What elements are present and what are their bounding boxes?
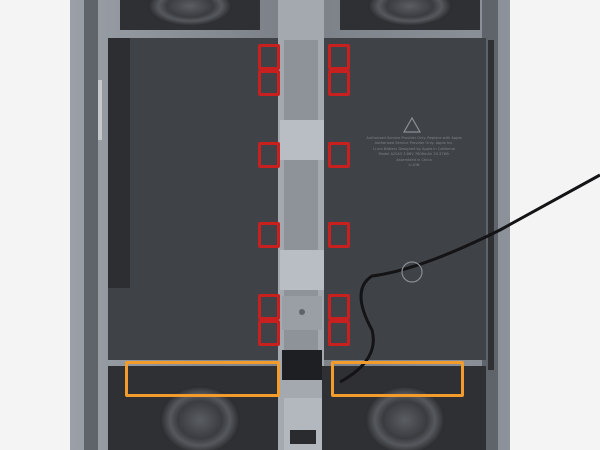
adhesive-marker-left-3: [258, 142, 280, 168]
warning-triangle-icon: [402, 116, 422, 133]
adhesive-marker-right-4: [328, 222, 350, 248]
bottom-port: [290, 430, 316, 444]
adhesive-marker-left-1: [258, 44, 280, 70]
battery-label-text: Authorized Service Provider Only. Replac…: [366, 136, 462, 232]
adhesive-bar-marker-right: [331, 361, 464, 397]
battery-label-line: Model A2043 3.86V 7606mAh 29.37Wh: [378, 152, 450, 157]
adhesive-marker-right-3: [328, 142, 350, 168]
adhesive-marker-left-6: [258, 320, 280, 346]
battery-label-line: Authorised Service Provider Only. Apple …: [374, 141, 454, 146]
adhesive-marker-left-5: [258, 294, 280, 320]
right-antenna-strip: [488, 40, 494, 370]
battery-label-line: Authorized Service Provider Only. Replac…: [366, 136, 462, 140]
adhesive-marker-right-6: [328, 320, 350, 346]
recycle-mark-icon: [401, 261, 423, 283]
board-shield-mid: [280, 250, 324, 290]
chassis-frame-left: [84, 0, 98, 450]
battery-cell-left: [108, 38, 280, 360]
battery-label-line: LI-ION: [408, 163, 420, 168]
adhesive-marker-right-2: [328, 70, 350, 96]
board-shield-top: [280, 120, 324, 160]
adhesive-marker-right-5: [328, 294, 350, 320]
battery-label-line: Assembled in China: [396, 157, 432, 162]
battery-label-line: Li-ion Battery Designed by Apple in Cali…: [373, 146, 455, 151]
board-dark-block: [282, 350, 322, 380]
left-antenna-dots: [98, 80, 102, 140]
top-left-speaker: [148, 0, 232, 26]
adhesive-marker-right-1: [328, 44, 350, 70]
adhesive-marker-left-4: [258, 222, 280, 248]
bottom-right-speaker: [365, 386, 445, 450]
adhesive-marker-left-2: [258, 70, 280, 96]
battery-left-edge-strip: [108, 38, 130, 288]
board-screw: [299, 309, 305, 315]
top-right-speaker: [368, 0, 452, 26]
adhesive-bar-marker-left: [125, 361, 280, 397]
bottom-left-speaker: [160, 386, 240, 450]
flex-cable: [339, 173, 600, 384]
